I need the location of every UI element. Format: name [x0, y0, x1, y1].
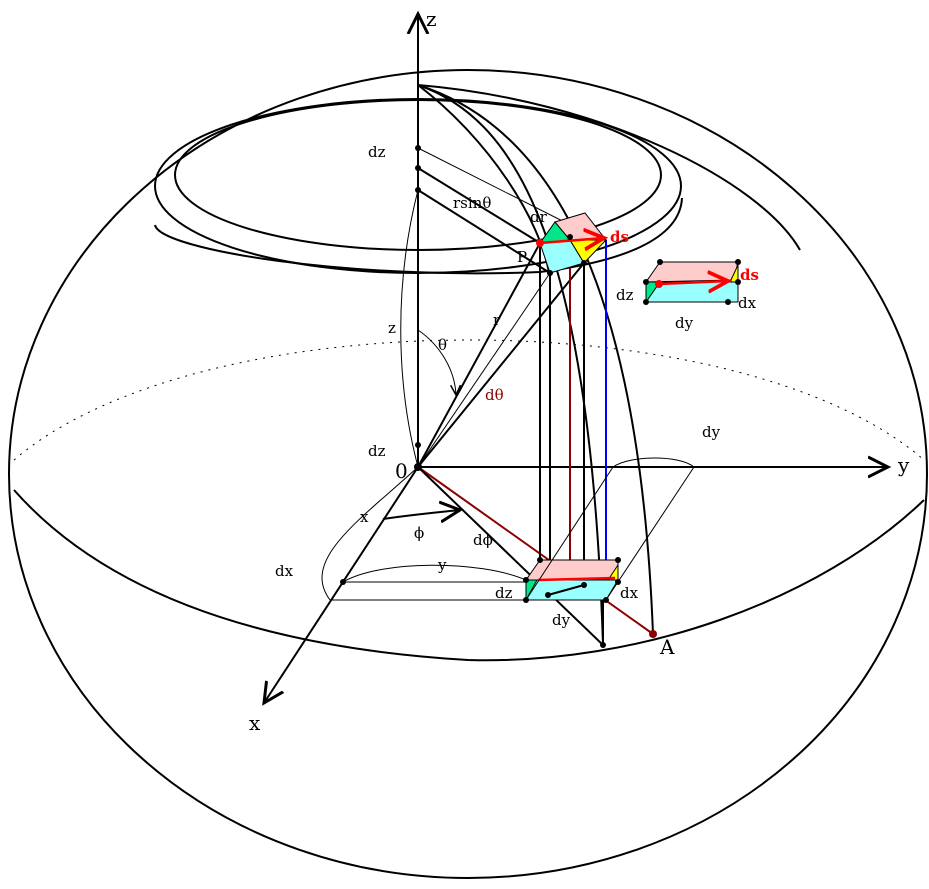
latitude-band [154, 197, 683, 275]
x-arc [321, 466, 419, 601]
point-a-label: A [659, 635, 675, 659]
radius-r [417, 242, 541, 468]
radius-projection [417, 466, 654, 635]
radius-3 [417, 262, 585, 468]
inset-dz-label: dz [616, 286, 634, 304]
dz-bottom-label: dz [495, 584, 513, 602]
meridian-back [417, 84, 801, 251]
y-arc [342, 564, 527, 583]
dx-left-label: dx [275, 562, 294, 580]
dy-arc-right [612, 457, 695, 468]
dz-origin-label: dz [368, 442, 386, 460]
dr-label: dr [530, 208, 548, 226]
inset-ds-label: ds [740, 266, 759, 284]
rsin-line-2 [417, 167, 541, 244]
z-length-label: z [388, 319, 396, 337]
dtheta-label: dθ [485, 386, 504, 404]
y-length-label: y [437, 556, 447, 574]
point-a-marker [649, 630, 657, 638]
dx-bottom-label: dx [620, 584, 639, 602]
inset-dx-label: dx [738, 294, 757, 312]
dz-top-label: dz [368, 143, 386, 161]
origin-label: 0 [395, 459, 408, 483]
inset-volume-element [643, 259, 741, 305]
y-parallelogram [525, 466, 695, 601]
z-axis-label: z [426, 7, 437, 31]
meridian-1 [417, 84, 604, 646]
equator-front [13, 489, 925, 662]
r-label: r [493, 311, 501, 329]
y-axis-label: y [897, 453, 910, 477]
x-length-label: x [360, 508, 369, 526]
phi-label: ϕ [414, 524, 424, 542]
volume-element-projection [330, 557, 621, 603]
rsin-theta-label: rsinθ [453, 194, 491, 212]
dy-right-label: dy [702, 423, 721, 441]
phi-arrow [382, 510, 460, 519]
origin-point [414, 463, 422, 471]
theta-arc [417, 329, 456, 395]
rsin-line-3 [417, 189, 551, 274]
inset-dy-label: dy [675, 314, 694, 332]
volume-element [536, 212, 606, 276]
phi-direction [417, 466, 604, 646]
sphere-outline [8, 69, 928, 879]
x-axis-label: x [249, 711, 261, 735]
equator-back [13, 339, 925, 461]
dphi-label: dϕ [473, 531, 493, 549]
z-length-arc [400, 189, 419, 468]
dy-bottom-label: dy [552, 611, 571, 629]
ds-label: ds [610, 228, 629, 246]
point-p-label: P [517, 248, 527, 266]
x-axis [264, 466, 419, 703]
radius-2 [417, 272, 551, 468]
theta-label: θ [438, 336, 447, 354]
